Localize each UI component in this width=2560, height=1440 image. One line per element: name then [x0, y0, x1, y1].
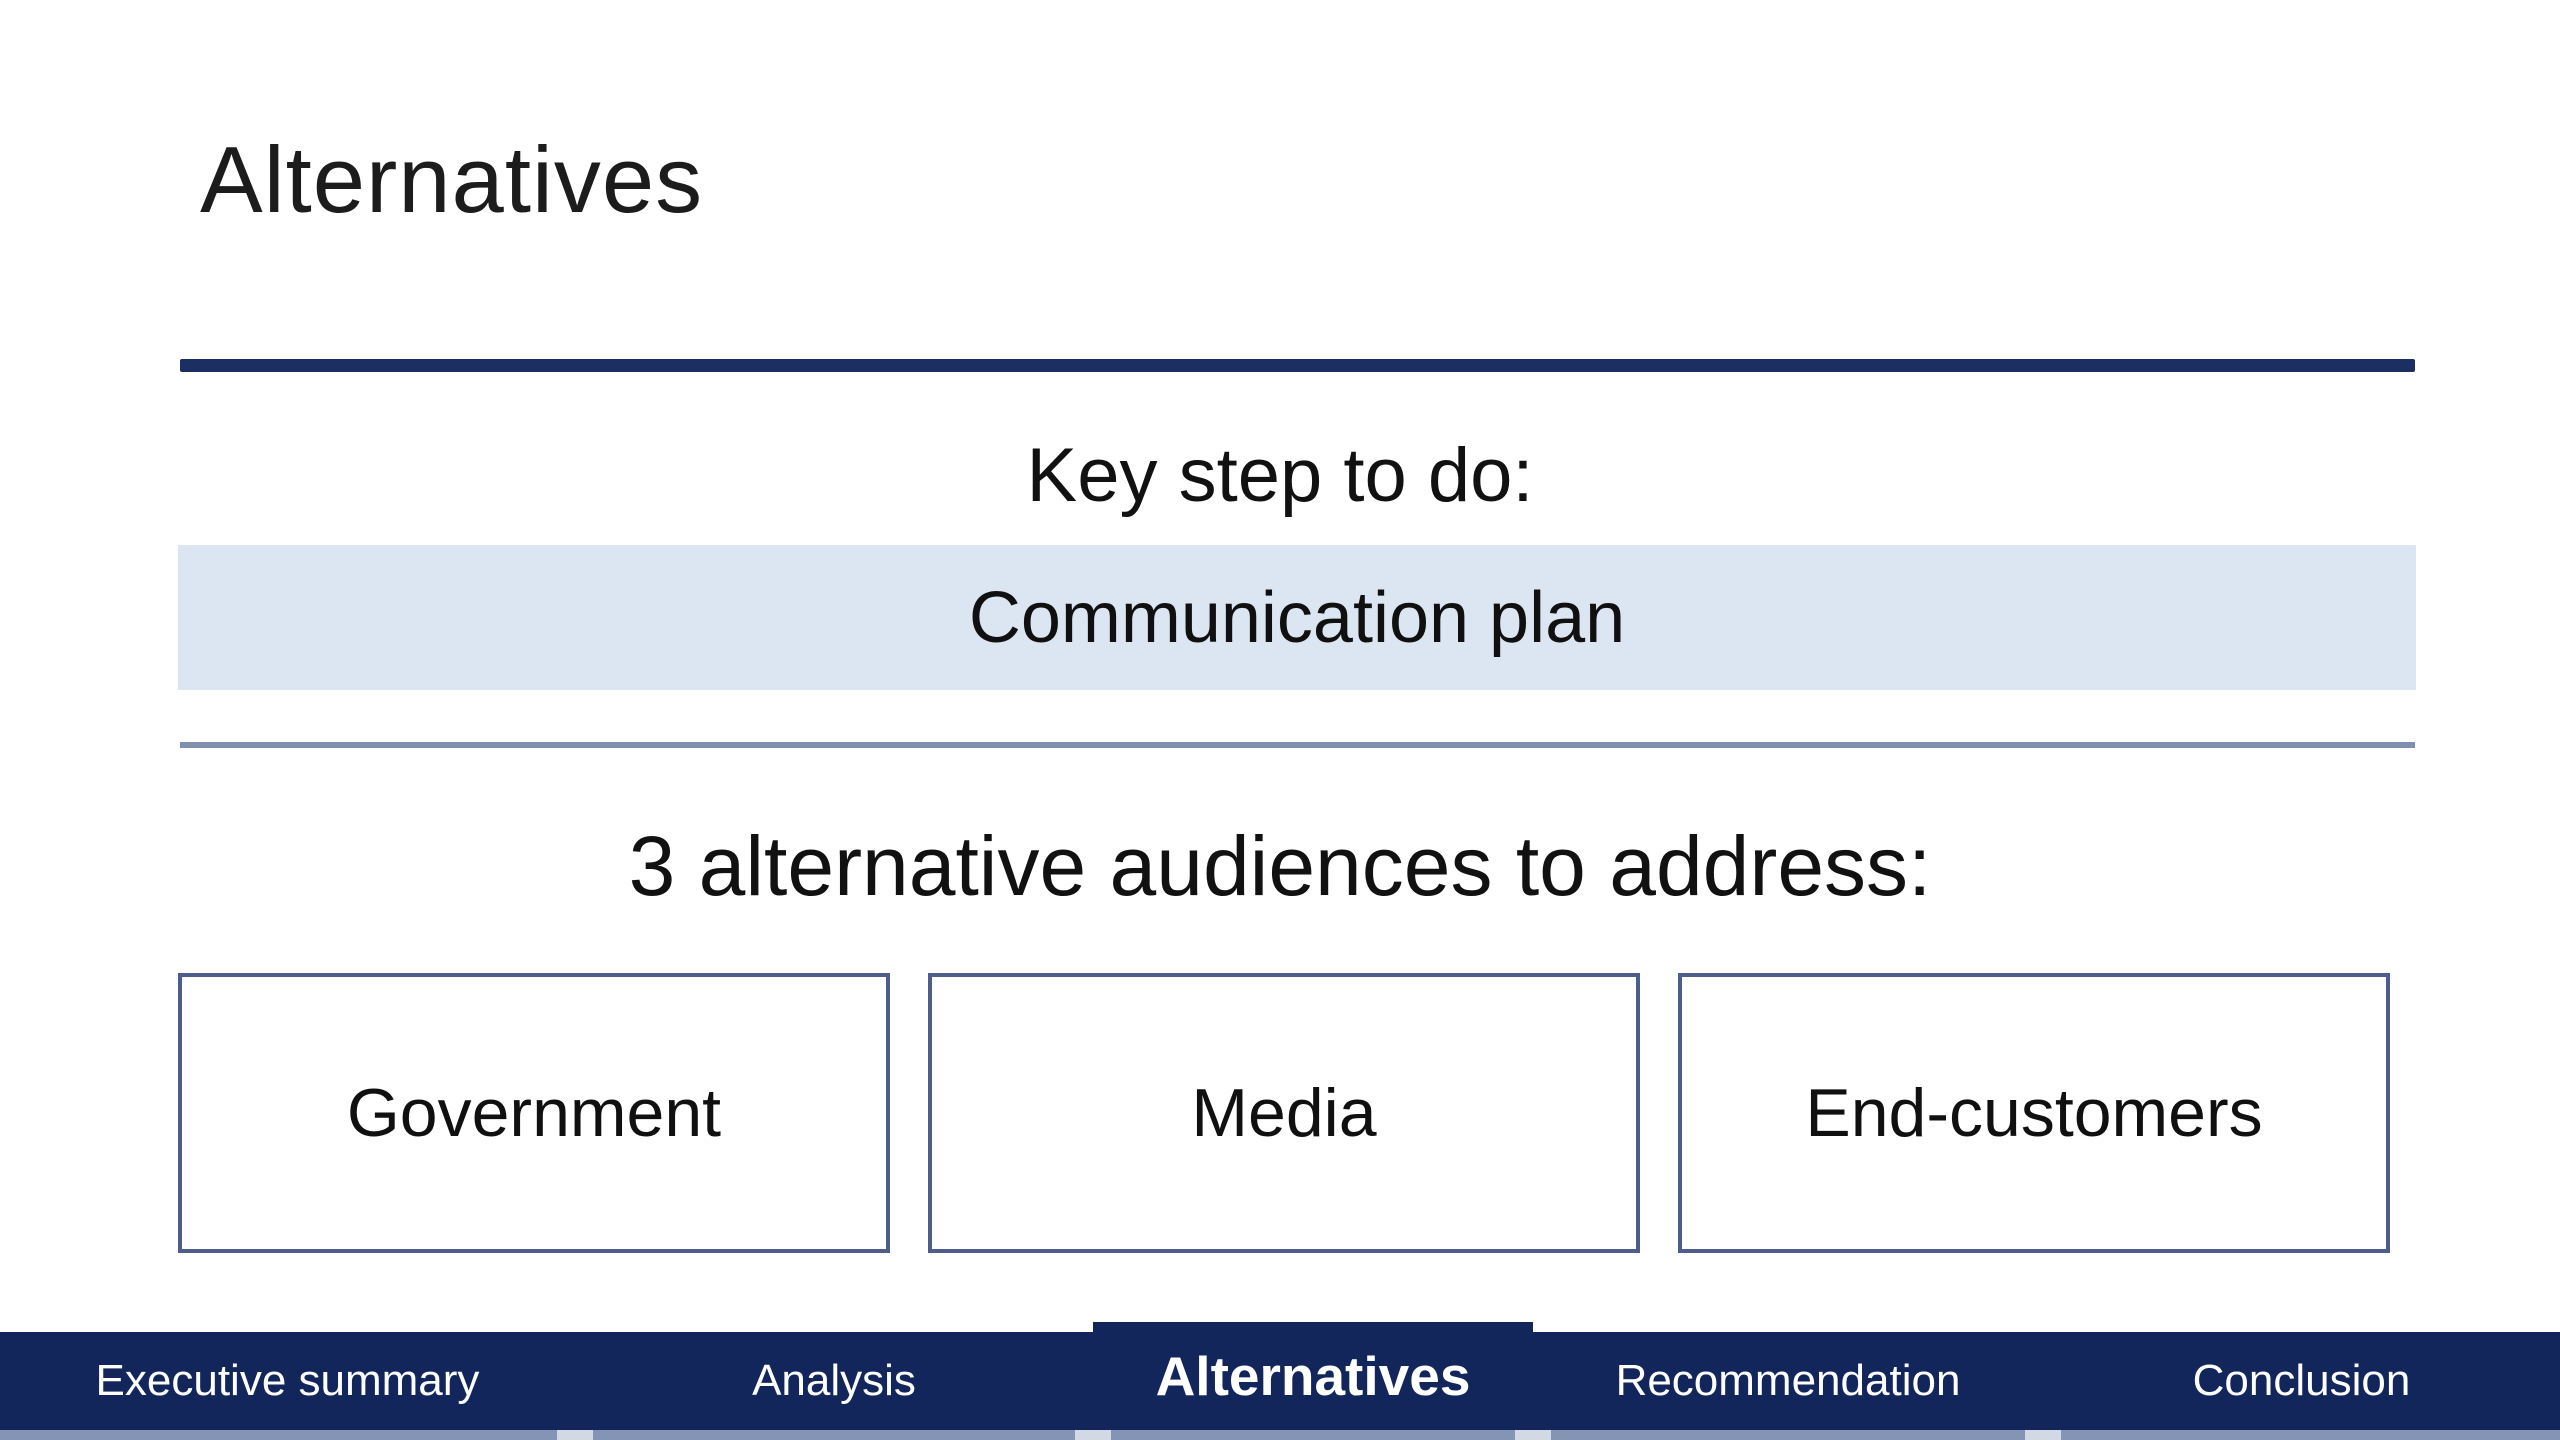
strip-gap-2 — [1075, 1430, 1111, 1440]
nav-item-executive-summary[interactable]: Executive summary — [95, 1356, 480, 1405]
audience-box-government-label: Government — [346, 1075, 722, 1151]
audience-box-end-customers: End-customers — [1678, 973, 2390, 1253]
audience-box-media: Media — [928, 973, 1640, 1253]
section-divider-line — [180, 742, 2415, 748]
nav-item-alternatives[interactable]: Alternatives — [1093, 1322, 1533, 1430]
nav-item-conclusion[interactable]: Conclusion — [2192, 1356, 2411, 1405]
communication-plan-banner: Communication plan — [178, 545, 2416, 690]
strip-gap-4 — [2025, 1430, 2061, 1440]
strip-gap-1 — [557, 1430, 593, 1440]
footer-bottom-strip — [0, 1430, 2560, 1440]
communication-plan-label: Communication plan — [968, 577, 1626, 658]
audiences-heading: 3 alternative audiences to address: — [628, 819, 1932, 913]
audience-box-media-label: Media — [1191, 1075, 1377, 1151]
footer-nav: Executive summary Analysis Alternatives … — [0, 1322, 2560, 1430]
audience-box-end-customers-label: End-customers — [1805, 1075, 2263, 1151]
title-divider-line — [180, 359, 2415, 372]
audience-box-government: Government — [178, 973, 890, 1253]
key-step-heading: Key step to do: — [1026, 433, 1534, 518]
audience-boxes-row: Government Media End-customers — [178, 973, 2390, 1253]
page-title: Alternatives — [200, 127, 704, 232]
nav-item-analysis[interactable]: Analysis — [752, 1356, 916, 1405]
nav-item-recommendation[interactable]: Recommendation — [1615, 1356, 1961, 1405]
strip-gap-3 — [1515, 1430, 1551, 1440]
